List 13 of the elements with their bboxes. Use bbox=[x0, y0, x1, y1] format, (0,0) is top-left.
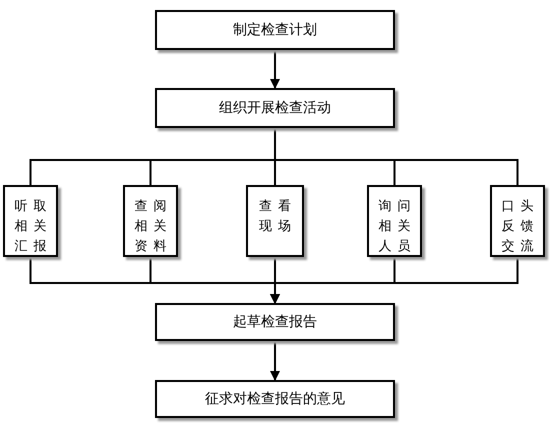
connector-line bbox=[274, 128, 518, 185]
activity-box: 口头反馈交流 bbox=[490, 185, 545, 257]
activity-box: 查看现场 bbox=[246, 185, 304, 257]
activity-box: 询问相关人员 bbox=[367, 185, 422, 257]
arrow bbox=[270, 257, 518, 304]
process-box: 制定检查计划 bbox=[155, 10, 395, 50]
process-box: 起草检查报告 bbox=[155, 303, 395, 341]
activity-box: 听取相关汇报 bbox=[3, 185, 58, 257]
process-box: 征求对检查报告的意见 bbox=[155, 380, 395, 418]
arrow bbox=[270, 341, 280, 381]
activity-box: 查阅相关资料 bbox=[123, 185, 178, 257]
arrow bbox=[270, 50, 280, 89]
process-box: 组织开展检查活动 bbox=[155, 88, 395, 128]
